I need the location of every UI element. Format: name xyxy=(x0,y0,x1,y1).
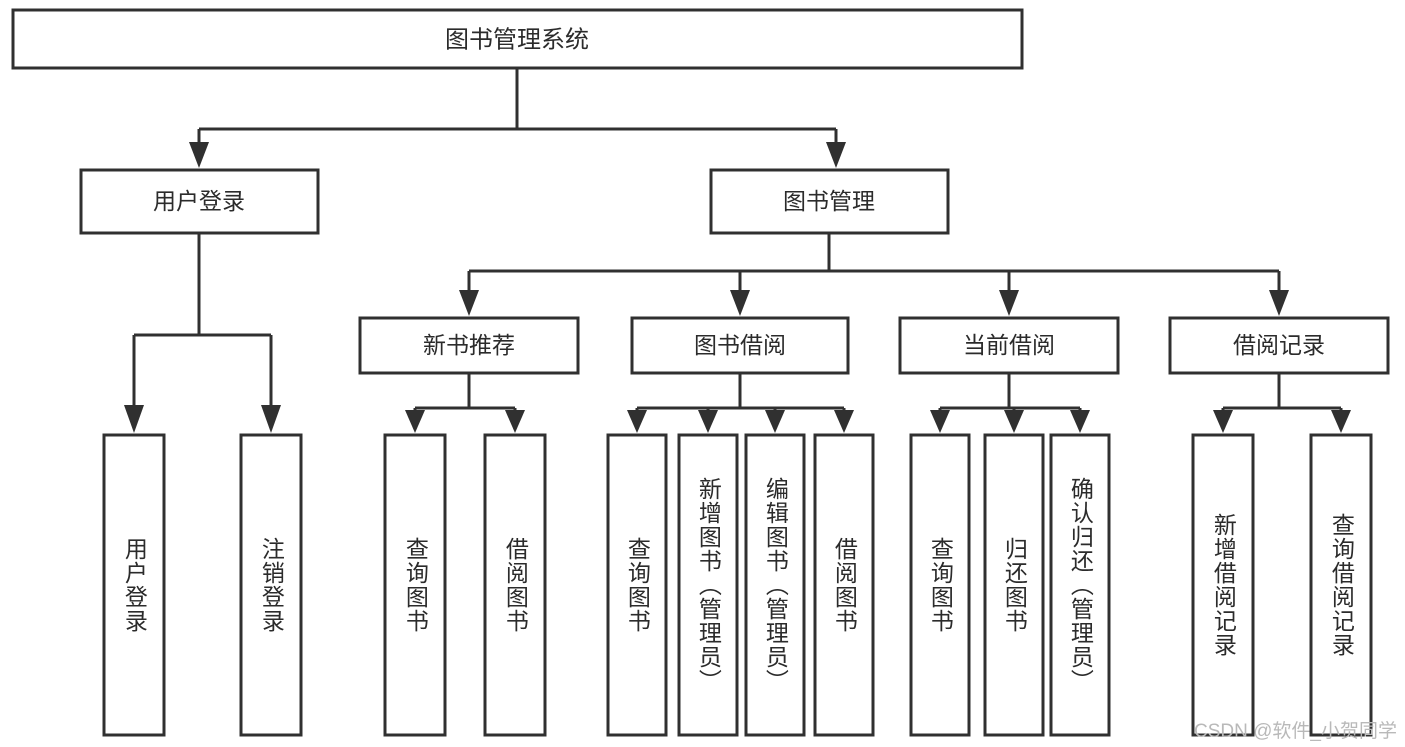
node-current-borrow[interactable]: 当前借阅 xyxy=(898,316,1120,375)
node-book-borrow[interactable]: 图书借阅 xyxy=(630,316,850,375)
leaf-box-query-book-rec[interactable] xyxy=(383,433,447,737)
node-current-borrow-box[interactable] xyxy=(898,316,1120,375)
arrow-head-leaf-confirm-return xyxy=(1070,410,1090,433)
arrow-head-book-borrow xyxy=(730,290,750,316)
arrow-head-leaf-add-record xyxy=(1213,410,1233,433)
arrow-head-leaf-add-book xyxy=(698,410,718,433)
leaf-box-borrow-book[interactable] xyxy=(813,433,875,737)
arrow-head-leaf-edit-book xyxy=(765,410,785,433)
node-book-borrow-box[interactable] xyxy=(630,316,850,375)
node-root-label: 图书管理系统 xyxy=(445,26,589,53)
arrow-head-borrow-records xyxy=(1269,290,1289,316)
arrow-head-current-borrow xyxy=(999,290,1019,316)
leaf-box-query-book-borrow[interactable] xyxy=(606,433,668,737)
node-borrow-records[interactable]: 借阅记录 xyxy=(1168,316,1390,375)
connectors xyxy=(124,68,1351,433)
leaf-boxes xyxy=(102,433,1373,737)
node-user-login-label: 用户登录 xyxy=(153,188,245,214)
node-book-management[interactable]: 图书管理 xyxy=(709,168,950,235)
arrow-head-leaf-return-book xyxy=(1004,410,1024,433)
node-new-book-recommend[interactable]: 新书推荐 xyxy=(358,316,580,375)
leaf-box-add-record[interactable] xyxy=(1191,433,1255,737)
leaf-box-confirm-return[interactable] xyxy=(1049,433,1111,737)
node-user-login[interactable]: 用户登录 xyxy=(79,168,320,235)
node-book-management-label: 图书管理 xyxy=(783,188,875,214)
leaf-box-query-record[interactable] xyxy=(1309,433,1373,737)
node-current-borrow-label: 当前借阅 xyxy=(963,332,1055,358)
leaf-box-borrow-book-rec[interactable] xyxy=(483,433,547,737)
node-new-book-recommend-label: 新书推荐 xyxy=(423,332,515,358)
node-root[interactable]: 图书管理系统 xyxy=(11,8,1024,70)
node-user-login-box[interactable] xyxy=(79,168,320,235)
leaf-box-user-logout[interactable] xyxy=(239,433,303,737)
arrow-head-leaf-query-book-current xyxy=(930,410,950,433)
node-book-borrow-label: 图书借阅 xyxy=(694,332,786,358)
node-borrow-records-box[interactable] xyxy=(1168,316,1390,375)
arrow-head-leaf-query-book-borrow xyxy=(627,410,647,433)
arrow-head-user-login xyxy=(189,142,209,168)
leaf-box-user-login[interactable] xyxy=(102,433,166,737)
arrow-head-leaf-user-logout xyxy=(261,405,281,433)
node-book-management-box[interactable] xyxy=(709,168,950,235)
arrow-head-leaf-query-book-rec xyxy=(405,410,425,433)
arrow-head-leaf-user-login xyxy=(124,405,144,433)
leaf-box-return-book[interactable] xyxy=(983,433,1045,737)
arrow-head-leaf-borrow-book-rec xyxy=(505,410,525,433)
arrow-head-new-book-recommend xyxy=(459,290,479,316)
node-borrow-records-label: 借阅记录 xyxy=(1233,332,1325,358)
leaf-box-query-book-current[interactable] xyxy=(909,433,971,737)
node-root-box[interactable] xyxy=(11,8,1024,70)
leaf-box-edit-book[interactable] xyxy=(744,433,806,737)
leaf-box-add-book[interactable] xyxy=(677,433,739,737)
arrow-head-book-management xyxy=(826,142,846,168)
arrow-head-leaf-query-record xyxy=(1331,410,1351,433)
arrow-head-leaf-borrow-book xyxy=(834,410,854,433)
node-new-book-recommend-box[interactable] xyxy=(358,316,580,375)
